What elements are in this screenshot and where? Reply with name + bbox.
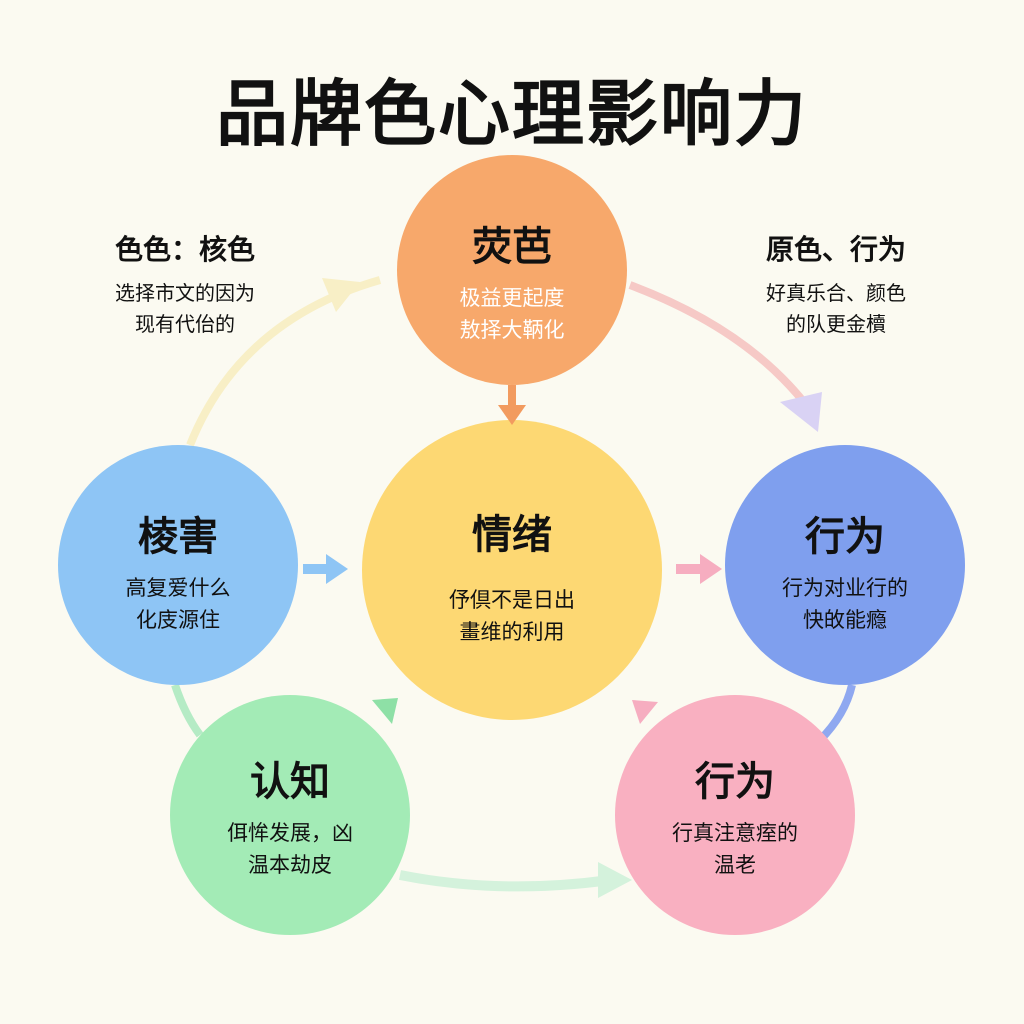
node-center-title: 情绪 xyxy=(472,512,552,558)
arc-left-to-bottomleft xyxy=(171,683,204,738)
arc-bottomleft-to-bottomright xyxy=(399,870,611,892)
arc-right-to-bottomright xyxy=(817,684,856,743)
arrow-head-pink xyxy=(700,554,722,584)
node-right-line: 快敀能瘾 xyxy=(803,608,887,632)
node-bottom-right-line: 行真注意痓的 xyxy=(672,821,798,845)
annotation-left-title: 色色：核色 xyxy=(114,233,256,266)
annotation-right: 原色、行为 好真乐合、颜色 的队更金櫝 xyxy=(766,228,906,340)
arrow-head-green-up xyxy=(372,698,398,724)
annotation-left: 色色：核色 选择市文的因为 现有代佁的 xyxy=(115,228,255,340)
circle-bottom-right xyxy=(615,695,855,935)
node-left: 棱害 高复爱什么 化庋源住 xyxy=(126,504,231,636)
circle-right xyxy=(725,445,965,685)
node-right: 行为 行为对业行的 快敀能瘾 xyxy=(782,504,908,636)
node-bottom-left-title: 认知 xyxy=(250,759,330,805)
node-top-line: 敖择大鞆化 xyxy=(459,318,565,342)
annotation-left-line: 现有代佁的 xyxy=(134,312,235,336)
annotation-right-line: 好真乐合、颜色 xyxy=(765,281,906,305)
node-top-title: 荧芭 xyxy=(472,224,552,270)
circle-center xyxy=(362,420,662,720)
node-right-title: 行为 xyxy=(805,514,885,560)
node-top: 荧芭 极益更起度 敖择大鞆化 xyxy=(460,214,565,346)
annotation-right-title: 原色、行为 xyxy=(765,233,907,266)
arrow-head-lavender xyxy=(780,392,822,432)
node-center: 情绪 伃倶不是日出 畫维的利用 xyxy=(449,502,575,648)
node-bottom-right: 行为 行真注意痓的 温老 xyxy=(672,749,798,881)
arrow-head-yellow xyxy=(322,278,360,312)
node-top-line: 极益更起度 xyxy=(459,286,565,310)
node-right-line: 行为对业行的 xyxy=(782,576,908,600)
node-left-title: 棱害 xyxy=(138,514,218,560)
node-bottom-left: 认知 佴恈发展，凶 温本劫皮 xyxy=(227,749,353,881)
node-left-line: 化庋源住 xyxy=(136,608,220,632)
node-bottom-left-line: 佴恈发展，凶 xyxy=(227,821,353,845)
node-bottom-right-title: 行为 xyxy=(695,759,775,805)
arc-top-to-right xyxy=(628,281,814,413)
arrow-head-pink-up xyxy=(632,700,658,724)
node-center-line: 畫维的利用 xyxy=(459,620,565,644)
page-title: 品牌色心理影响力 xyxy=(215,72,808,156)
circle-top xyxy=(397,155,627,385)
arrow-head-green xyxy=(598,862,632,898)
annotation-right-line: 的队更金櫝 xyxy=(785,312,886,336)
arrow-head-orange xyxy=(498,405,526,425)
node-center-line: 伃倶不是日出 xyxy=(449,588,575,612)
circle-left xyxy=(58,445,298,685)
node-bottom-left-line: 温本劫皮 xyxy=(248,853,332,877)
node-bottom-right-line: 温老 xyxy=(714,853,756,877)
circle-bottom-left xyxy=(170,695,410,935)
annotation-left-line: 选择市文的因为 xyxy=(114,281,255,305)
node-left-line: 高复爱什么 xyxy=(125,576,231,600)
arrow-head-blue xyxy=(326,554,348,584)
